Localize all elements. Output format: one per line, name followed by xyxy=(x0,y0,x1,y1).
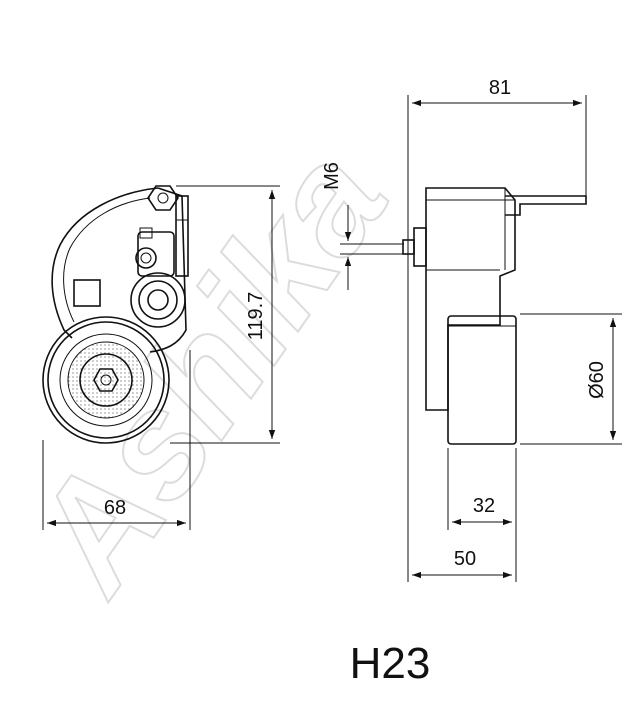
tensioner-side-view xyxy=(402,187,587,445)
total-width-label: 50 xyxy=(454,548,476,570)
dimension-total-width: 50 xyxy=(412,548,512,579)
side-pulley xyxy=(447,315,517,445)
side-stud xyxy=(413,227,427,267)
diameter-label: Ø60 xyxy=(586,361,608,399)
tensioner-front-view xyxy=(42,185,189,444)
side-bracket-body xyxy=(425,187,516,411)
pivot-assembly xyxy=(135,227,175,277)
small-idler-wheel xyxy=(130,272,186,328)
bolt-label: M6 xyxy=(321,162,343,190)
dimension-diameter: Ø60 xyxy=(520,313,622,445)
dimension-width-left: 68 xyxy=(42,350,191,530)
dimension-pulley-width: 32 xyxy=(447,448,517,582)
bracket-strip xyxy=(175,195,189,277)
width-left-label: 68 xyxy=(104,497,126,519)
svg-text:Ashika: Ashika xyxy=(0,119,418,622)
dimension-bolt: M6 xyxy=(321,162,404,290)
pulley-hex-nut xyxy=(93,368,119,392)
width-top-label: 81 xyxy=(489,77,511,99)
watermark-logo: Ashika xyxy=(0,118,419,623)
height-label: 119.7 xyxy=(245,292,267,341)
hex-bolt-head xyxy=(147,185,179,211)
dimension-height: 119.7 xyxy=(170,185,280,444)
part-code: H23 xyxy=(350,639,431,688)
main-pulley xyxy=(42,316,170,444)
square-hole xyxy=(73,279,101,307)
bracket-inner-outline xyxy=(63,197,151,323)
pulley-width-label: 32 xyxy=(473,495,495,517)
side-lever xyxy=(505,195,587,216)
dimension-width-top: 81 xyxy=(407,77,587,582)
